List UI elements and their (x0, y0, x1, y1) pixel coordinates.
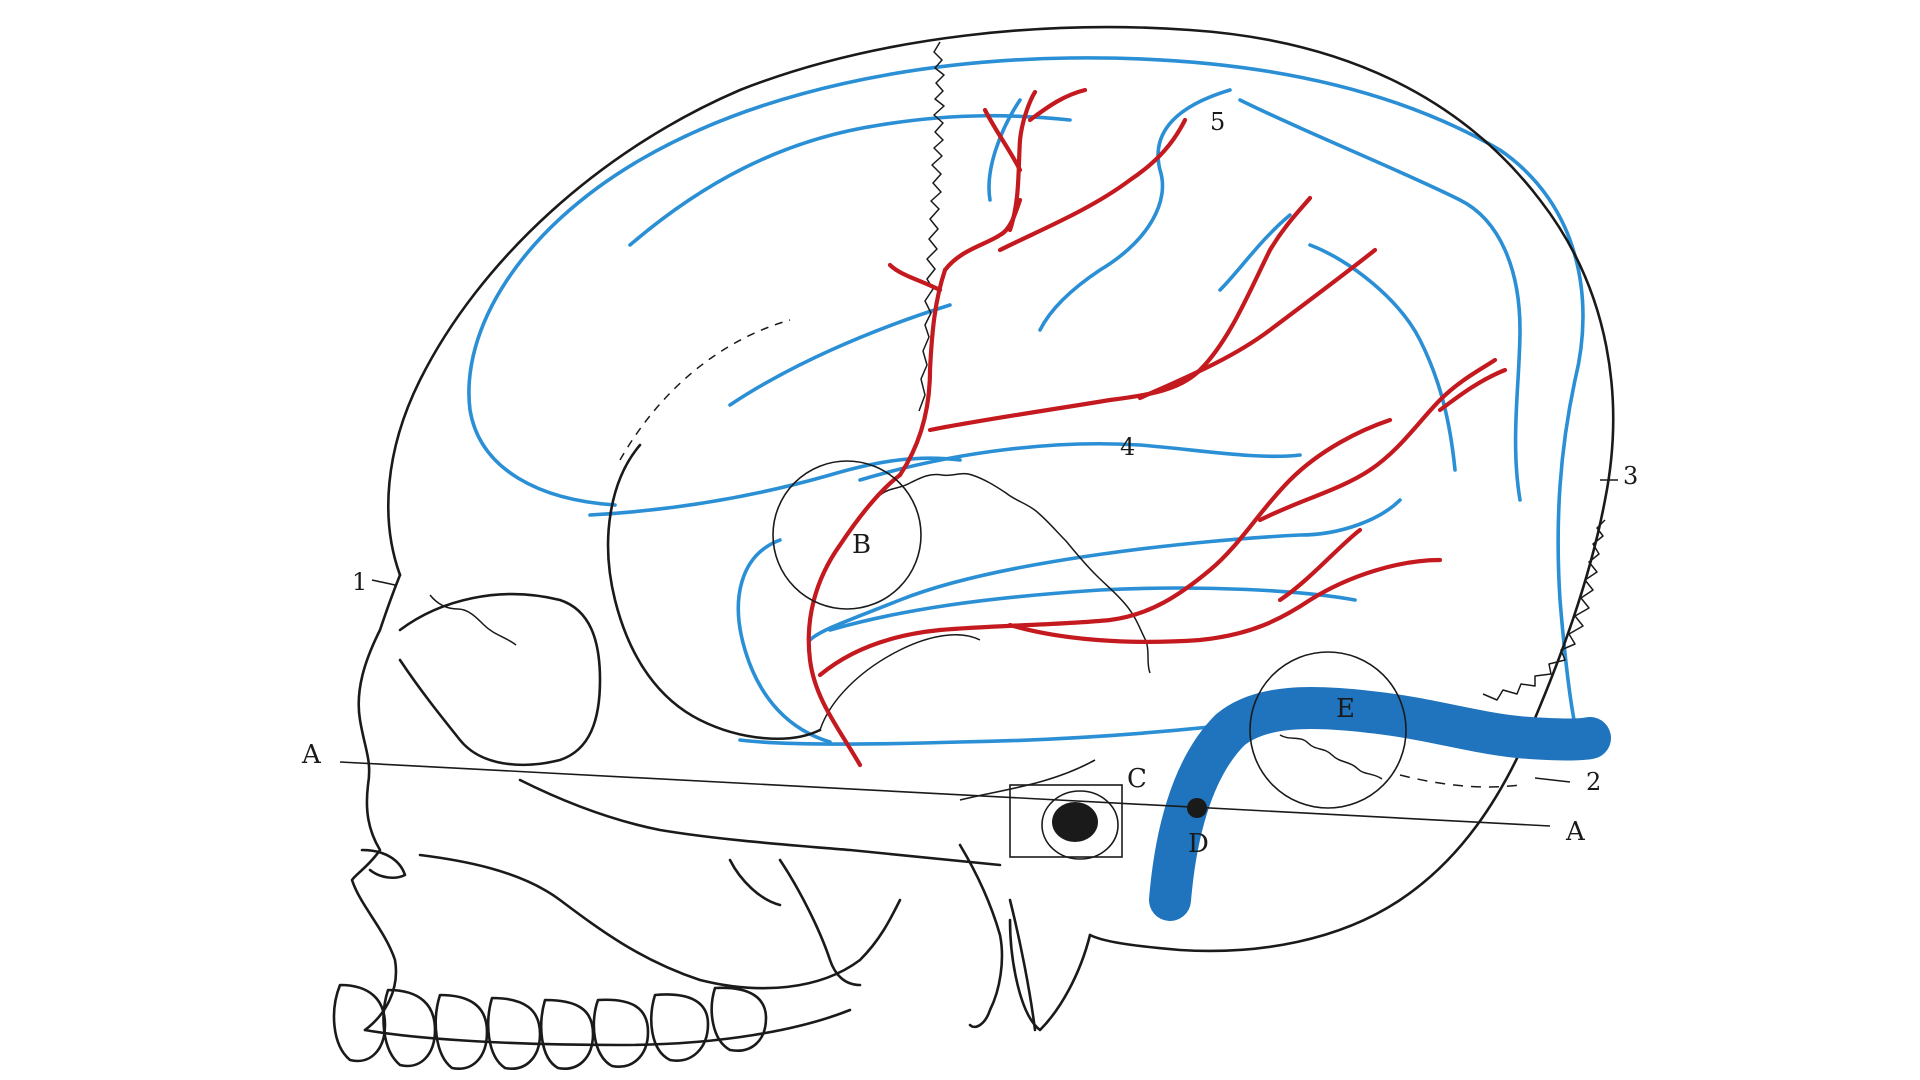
temporal-fossa (606, 443, 822, 740)
middle-meningeal-artery (806, 87, 1508, 768)
skull-outline (332, 25, 1615, 1070)
squamous-suture (879, 472, 1151, 674)
mandible-ramus (778, 858, 862, 987)
circle-b (772, 460, 922, 610)
transverse-sigmoid-sinus (1149, 687, 1611, 921)
artery-anterior-top (1007, 89, 1038, 233)
frontozygomatic-suture (429, 594, 517, 646)
sulcus-parietal (1238, 98, 1522, 502)
external-acoustic-meatus (1052, 802, 1098, 842)
artery-anterior-twig-a (982, 107, 1023, 173)
orbit-rim (398, 592, 602, 767)
zygomatic-arch (518, 778, 1002, 867)
label-3: 3 (1623, 462, 1638, 490)
sulcus-central-a (987, 98, 1022, 202)
artery-branch-mid (927, 195, 1313, 433)
label-4: 4 (1120, 433, 1135, 461)
artery-branch-5 (997, 117, 1188, 253)
sulcus-central-b (1038, 88, 1232, 332)
artery-posterior-branch (817, 417, 1393, 678)
sinus-band (1149, 687, 1611, 921)
label-b: B (852, 530, 871, 560)
artery-anterior-twig-b (1027, 87, 1088, 123)
line-a-a (339, 761, 1551, 827)
artery-posterior-upper (1257, 357, 1498, 523)
sulcus-superior-frontal (628, 113, 1072, 247)
label-1: 1 (352, 568, 367, 596)
coronal-suture (918, 41, 945, 412)
reference-markers (339, 460, 1618, 860)
label-5: 5 (1210, 108, 1225, 136)
calvarium-outline (387, 25, 1615, 953)
zygoma-root-line (959, 759, 1096, 801)
sulcus-outer-frontal (467, 56, 1585, 727)
point-d-dot (1187, 798, 1207, 818)
upper-jaw-line (363, 1008, 852, 1047)
maxilla (418, 853, 902, 990)
artery-posterior-upper-twig (1437, 367, 1508, 413)
sulcus-temporal-pole (736, 538, 832, 744)
artery-anterior-twig-c (887, 262, 943, 293)
styloid-process (1008, 898, 1037, 1032)
artery-anterior-branch (897, 267, 948, 478)
sphenosquamous-suture (819, 634, 981, 731)
pterion-dashed (619, 319, 791, 461)
mastoid-process (958, 843, 1004, 1029)
sulcus-precentral (588, 456, 962, 517)
sulcus-intraparietal (1308, 243, 1457, 472)
artery-trunk (806, 472, 903, 768)
leader-1 (371, 579, 396, 586)
label-a-right: A (1565, 817, 1586, 847)
mandible-coronoid (728, 858, 782, 907)
diagram-labels: A A B C D E 1 2 3 4 5 (301, 108, 1638, 859)
parietomastoid-dashed (1399, 774, 1521, 788)
occipitomastoid (1279, 734, 1383, 780)
artery-branch-mid-twig (1137, 247, 1378, 401)
cerebral-sulci (467, 56, 1585, 746)
nasal-aperture (360, 848, 407, 880)
lambdoid-suture (1482, 519, 1606, 701)
leader-2 (1534, 777, 1571, 783)
label-a-left: A (301, 740, 322, 770)
meatus-rim (1041, 790, 1119, 860)
circle-e (1249, 651, 1407, 809)
frontal-profile (350, 573, 402, 1032)
label-2: 2 (1586, 768, 1601, 796)
label-d: D (1188, 829, 1209, 859)
teeth (332, 983, 768, 1070)
sulcus-sylvian-upper (808, 498, 1402, 642)
label-c: C (1127, 764, 1147, 794)
sulcus-middle-temporal (828, 586, 1357, 632)
artery-posterior-mid-twig (1277, 527, 1363, 603)
label-e: E (1336, 694, 1355, 724)
sulcus-postcentral (1218, 213, 1292, 292)
artery-anterior-mid (942, 197, 1023, 273)
sulcus-middle-frontal (728, 303, 952, 407)
artery-posterior-lower (1007, 557, 1443, 644)
occipital-base (1008, 918, 1092, 1032)
sulcus-superior-temporal (858, 441, 1302, 482)
